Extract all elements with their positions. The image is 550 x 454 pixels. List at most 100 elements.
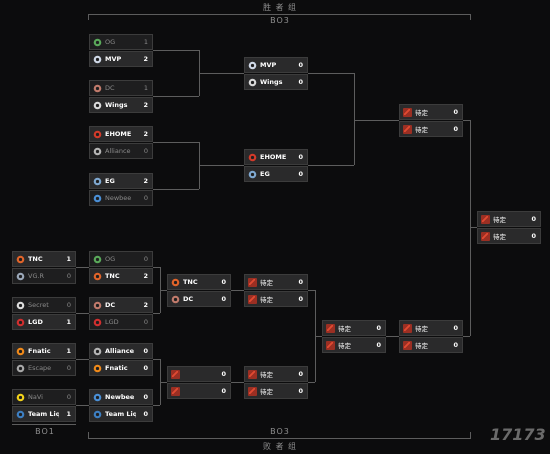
team-name: LGD	[105, 318, 119, 326]
connector	[308, 165, 354, 166]
upper-header-rule-left	[88, 14, 89, 20]
team-name: NaVi	[28, 393, 43, 401]
connector	[470, 120, 471, 336]
lower-bracket-title: 败 者 组	[262, 442, 298, 451]
team-row[interactable]: DC 2	[89, 297, 153, 313]
team-row[interactable]: NaVi 0	[12, 389, 76, 405]
alliance-logo-icon	[92, 146, 102, 156]
upper-header-rule	[88, 14, 471, 15]
connector	[308, 290, 315, 291]
team-score: 0	[66, 393, 71, 401]
team-name: DC	[105, 301, 116, 309]
team-name: Fnatic	[105, 364, 128, 372]
team-row[interactable]: 0	[167, 383, 231, 399]
team-name: 待定	[493, 233, 506, 241]
team-name: VG.R	[28, 272, 45, 280]
og-logo-icon	[92, 254, 102, 264]
team-score: 0	[66, 272, 71, 280]
connector	[160, 382, 167, 383]
team-row[interactable]: VG.R 0	[12, 268, 76, 284]
team-name: Alliance	[105, 347, 134, 355]
escape-logo-icon	[15, 363, 25, 373]
connector	[153, 359, 160, 360]
team-name: EG	[260, 170, 270, 178]
tbd-team-icon	[170, 369, 180, 379]
tnc-logo-icon	[15, 254, 25, 264]
team-score: 2	[143, 301, 148, 309]
team-row[interactable]: Team Liquid0	[89, 406, 153, 422]
secret-logo-icon	[15, 300, 25, 310]
tbd-team-icon	[247, 369, 257, 379]
connector	[83, 359, 89, 360]
team-score: 0	[298, 387, 303, 395]
team-name: DC	[183, 295, 194, 303]
team-row[interactable]: 0	[167, 366, 231, 382]
team-name: 待定	[493, 216, 506, 224]
team-name: 待定	[260, 371, 273, 379]
liquid-logo-icon	[92, 409, 102, 419]
team-row[interactable]: Team Liquid1	[12, 406, 76, 422]
connector	[153, 313, 160, 314]
team-score: 0	[143, 147, 148, 155]
